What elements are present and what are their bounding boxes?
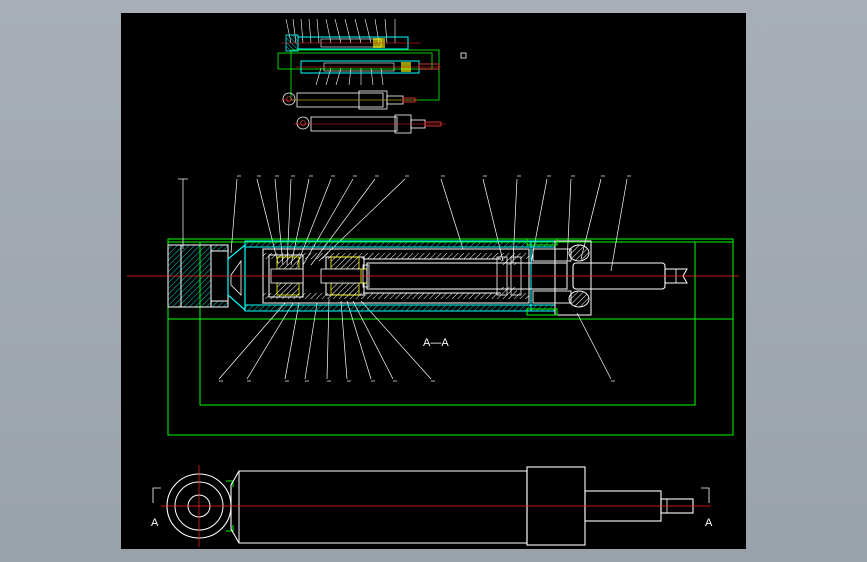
section-title: A—A [423,337,449,349]
main-section-view: A—A [127,175,739,436]
section-marker-left: A [151,517,159,529]
thumbnail-section-view [277,18,467,134]
section-marker-right: A [705,517,713,529]
cad-drawing-sheet: A—A A A [121,13,746,549]
cad-drawing: A—A A A [127,18,739,547]
exterior-view: A A [151,465,713,547]
